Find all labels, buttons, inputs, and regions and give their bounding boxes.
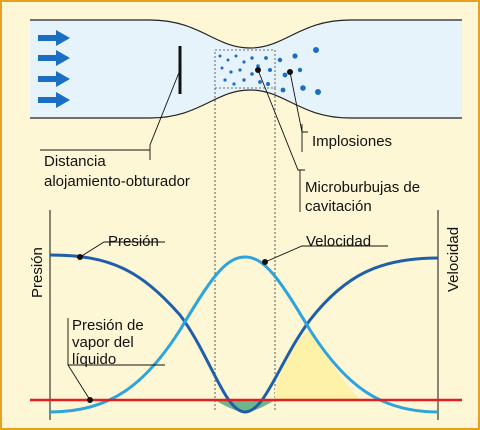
pipe-interior — [30, 20, 462, 118]
vapor-label-line3: líquido — [72, 351, 116, 368]
microbubbles-callout-leader — [257, 69, 305, 171]
velocity-curve — [49, 255, 439, 414]
microbubbles — [218, 47, 321, 95]
distance-callout-leader — [149, 69, 181, 160]
implosions-label: Implosiones — [312, 133, 392, 150]
flow-arrow-icon — [38, 92, 70, 108]
flow-arrow-icon — [38, 30, 70, 46]
cavitation-zone — [214, 49, 276, 89]
distance-label-line1: Distancia — [44, 153, 106, 170]
velocity-callout-leader — [264, 245, 388, 263]
flow-arrow-icon — [38, 50, 70, 66]
vapor-label-line1: Presión de — [72, 317, 144, 334]
flow-arrows — [38, 30, 70, 108]
velocity-curve-label: Velocidad — [306, 233, 371, 250]
y-axis-right-label: Velocidad — [445, 227, 462, 292]
microbubbles-label-line1: Microburbujas de — [305, 179, 420, 196]
y-axis-left-label: Presión — [29, 247, 46, 298]
pressure-curve-label: Presión — [108, 233, 159, 250]
distance-label-line2: alojamiento-obturador — [44, 173, 190, 190]
pipe-top-wall — [30, 19, 462, 49]
flow-arrow-icon — [38, 71, 70, 87]
pipe-bottom-wall — [30, 89, 462, 119]
vapor-label-line2: vapor del — [72, 334, 134, 351]
yellow-region — [275, 330, 360, 400]
pressure-curve — [49, 253, 439, 414]
microbubbles-label-line2: cavitación — [305, 198, 372, 215]
pressure-callout-leader — [79, 241, 165, 258]
